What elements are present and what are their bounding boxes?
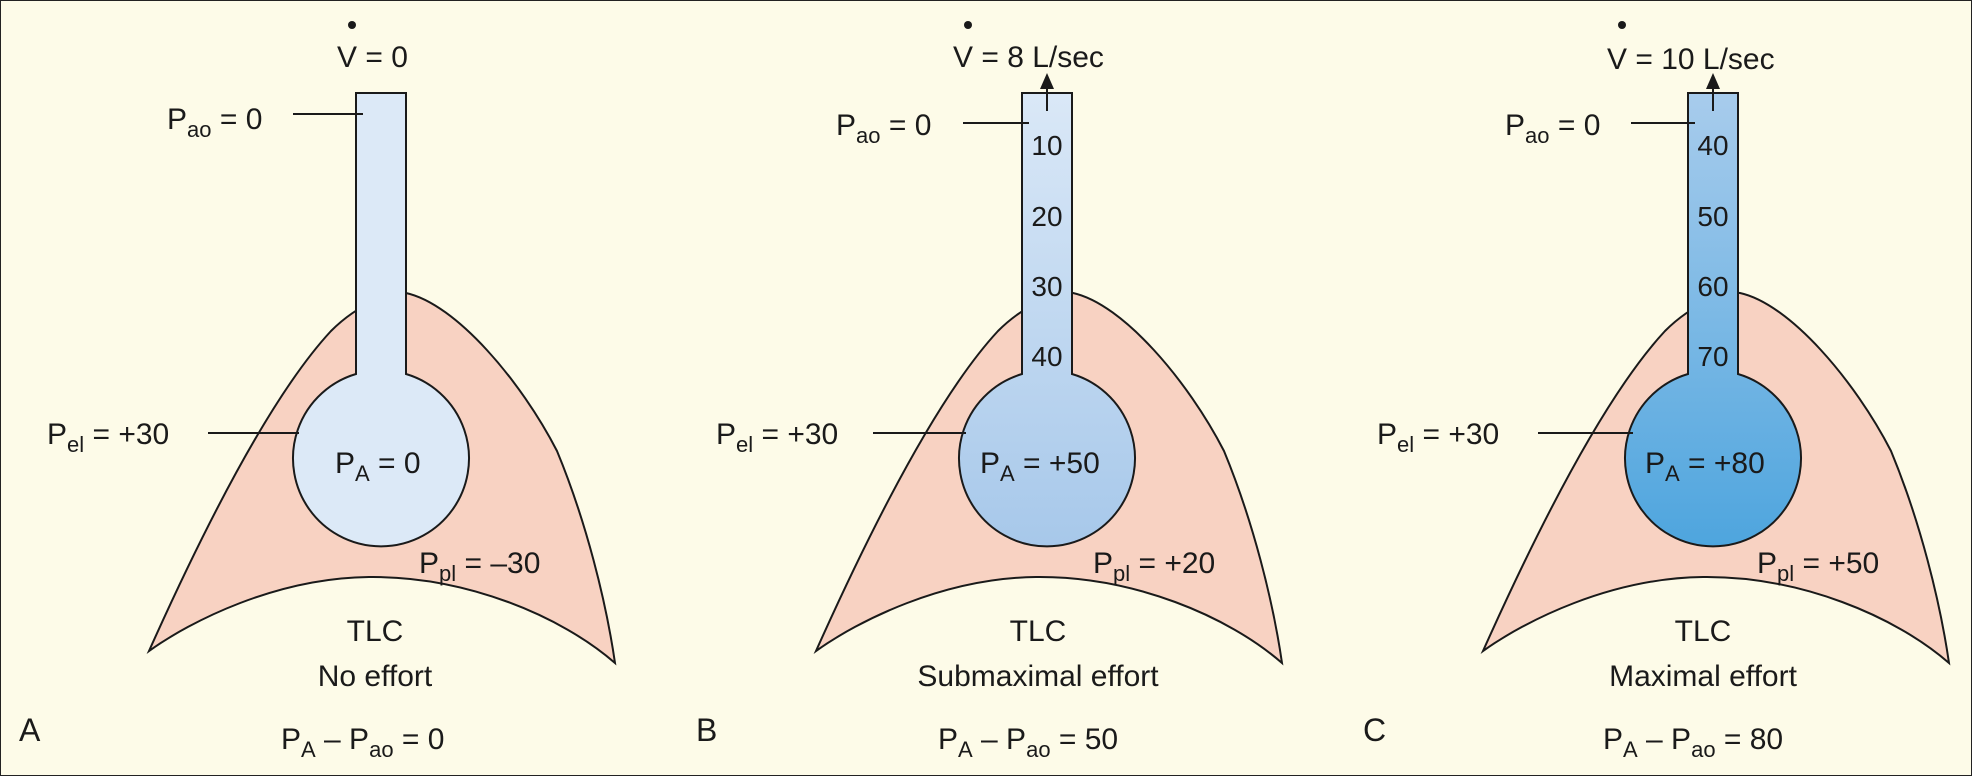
- pressure-tick-40: 40: [1697, 130, 1728, 161]
- pel-label: Pel = +30: [47, 418, 169, 457]
- lung-state-label: TLC: [1010, 615, 1067, 648]
- flow-arrow-head: [1040, 73, 1054, 89]
- pressure-tick-40: 40: [1031, 341, 1062, 372]
- panel-a: V = 0 Pao = 0 Pel = +30 PA = 0 Ppl = –30…: [19, 21, 617, 762]
- pressure-tick-60: 60: [1697, 271, 1728, 302]
- alveolar-pressure-label: PA = +50: [980, 447, 1100, 486]
- pleural-pressure-label: Ppl = +50: [1757, 547, 1879, 586]
- pel-label: Pel = +30: [716, 418, 838, 457]
- pressure-tick-20: 20: [1031, 201, 1062, 232]
- alveolar-pressure-label: PA = +80: [1645, 447, 1765, 486]
- airway-lung-unit: [292, 92, 470, 548]
- pressure-difference-label: PA – Pao = 0: [281, 723, 444, 762]
- pressure-tick-10: 10: [1031, 130, 1062, 161]
- lung-state-label: TLC: [1675, 615, 1732, 648]
- airway-lung-unit: [958, 92, 1136, 548]
- pressure-difference-label: PA – Pao = 50: [938, 723, 1118, 762]
- flow-label: V = 0: [337, 41, 408, 74]
- pel-label: Pel = +30: [1377, 418, 1499, 457]
- pao-label: Pao = 0: [1505, 109, 1600, 148]
- panel-letter: C: [1363, 712, 1386, 748]
- effort-label: Submaximal effort: [917, 660, 1159, 693]
- flow-arrow-head: [1706, 73, 1720, 89]
- flow-label: V = 8 L/sec: [953, 41, 1104, 74]
- pressure-tick-30: 30: [1031, 271, 1062, 302]
- airway-lung-unit: [1624, 92, 1802, 548]
- pressure-tick-70: 70: [1697, 341, 1728, 372]
- pao-label: Pao = 0: [836, 109, 931, 148]
- panel-c: V = 10 L/sec Pao = 0 Pel = +30 PA = +80 …: [1363, 21, 1951, 762]
- effort-label: Maximal effort: [1609, 660, 1798, 693]
- flow-label: V = 10 L/sec: [1607, 43, 1775, 76]
- pleural-pressure-label: Ppl = –30: [419, 547, 540, 586]
- panel-b: V = 8 L/sec Pao = 0 Pel = +30 PA = +50 P…: [696, 21, 1284, 762]
- panel-letter: B: [696, 712, 717, 748]
- flow-dot: [1618, 21, 1626, 29]
- flow-dot: [348, 21, 356, 29]
- lung-state-label: TLC: [347, 615, 404, 648]
- alveolar-pressure-label: PA = 0: [335, 447, 421, 486]
- pleural-pressure-label: Ppl = +20: [1093, 547, 1215, 586]
- pao-label: Pao = 0: [167, 103, 262, 142]
- pressure-tick-50: 50: [1697, 201, 1728, 232]
- panel-letter: A: [19, 712, 41, 748]
- pressure-difference-label: PA – Pao = 80: [1603, 723, 1783, 762]
- effort-label: No effort: [318, 660, 433, 693]
- flow-dot: [964, 21, 972, 29]
